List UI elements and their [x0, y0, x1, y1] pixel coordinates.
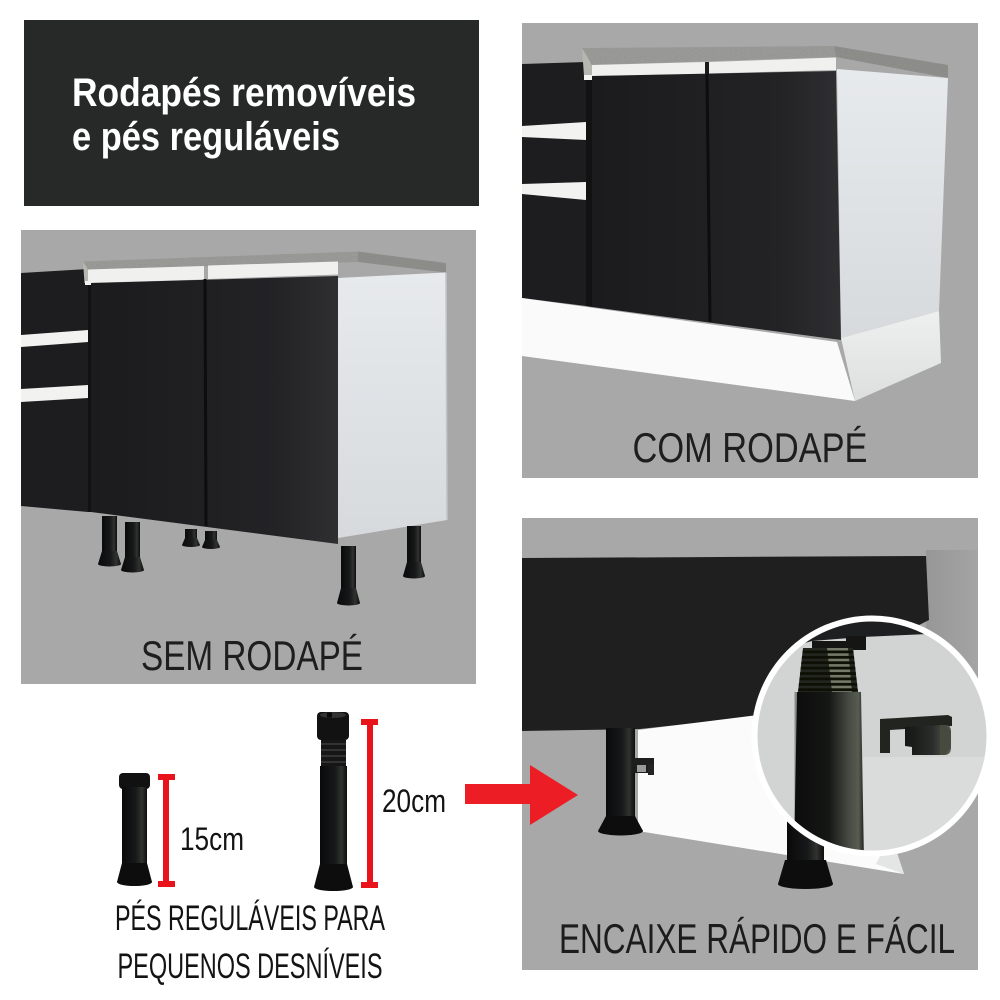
- svg-text:20cm: 20cm: [382, 783, 446, 819]
- svg-text:COM RODAPÉ: COM RODAPÉ: [633, 424, 868, 471]
- svg-text:ENCAIXE RÁPIDO E FÁCIL: ENCAIXE RÁPIDO E FÁCIL: [559, 915, 955, 962]
- svg-text:Rodapés removíveis: Rodapés removíveis: [72, 71, 416, 115]
- svg-text:15cm: 15cm: [180, 821, 244, 857]
- svg-text:e pés reguláveis: e pés reguláveis: [72, 115, 340, 159]
- svg-text:PÉS REGULÁVEIS PARA: PÉS REGULÁVEIS PARA: [115, 899, 385, 938]
- svg-text:SEM RODAPÉ: SEM RODAPÉ: [141, 632, 363, 679]
- svg-text:PEQUENOS DESNÍVEIS: PEQUENOS DESNÍVEIS: [118, 947, 383, 986]
